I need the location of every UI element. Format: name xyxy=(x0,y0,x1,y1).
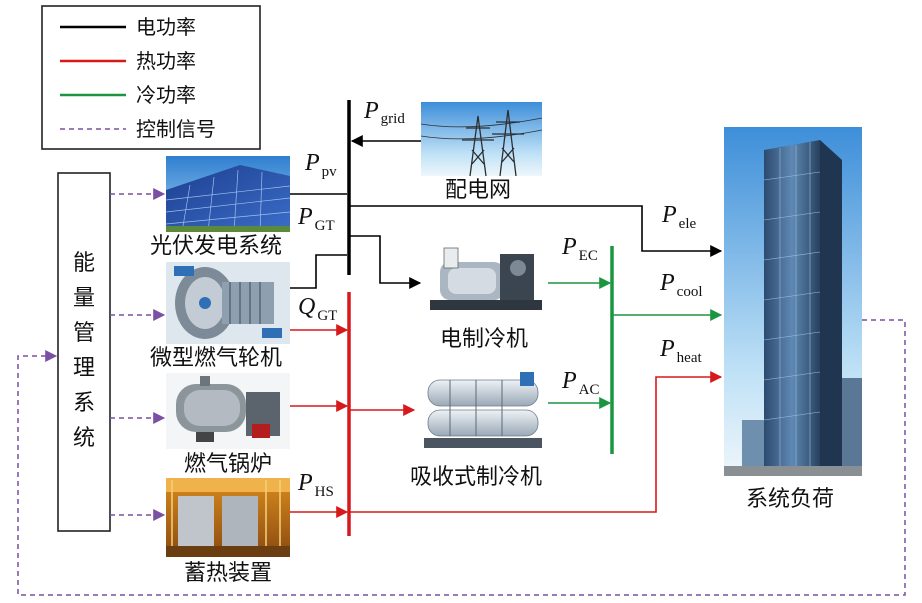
flow-lines xyxy=(290,135,723,518)
legend-box xyxy=(41,5,261,150)
ems-char: 管 xyxy=(73,321,95,346)
electric-chiller-icon xyxy=(422,243,548,320)
flow-ele-to-load xyxy=(349,205,723,257)
heat-storage-icon xyxy=(166,478,290,557)
solar-panel-icon xyxy=(165,156,291,233)
ems-box xyxy=(57,172,111,532)
flow-heat-to-load xyxy=(349,371,723,513)
flow-bus-to-ec xyxy=(349,235,422,289)
ems-char: 理 xyxy=(73,356,95,381)
power-tower-icon xyxy=(420,102,543,177)
control-feedback-loop xyxy=(17,319,906,596)
ac-label: 吸收式制冷机 xyxy=(410,465,542,490)
gt-label: 微型燃气轮机 xyxy=(150,346,282,371)
skyscraper-icon xyxy=(724,127,862,476)
gas-boiler-icon xyxy=(166,373,290,449)
load-label: 系统负荷 xyxy=(746,487,834,512)
gas-turbine-icon xyxy=(166,262,290,344)
energy-management-system: 能 量 管 理 系 统 xyxy=(57,172,111,532)
legend-label-heat: 热功率 xyxy=(136,49,196,73)
ems-char: 系 xyxy=(73,391,95,416)
legend: 电功率 热功率 冷功率 控制信号 xyxy=(41,5,261,150)
absorption-chiller-icon xyxy=(416,368,548,454)
ec-label: 电制冷机 xyxy=(440,327,528,352)
storage-label: 蓄热装置 xyxy=(184,561,272,586)
legend-label-electric: 电功率 xyxy=(136,15,196,39)
ems-char: 量 xyxy=(73,286,95,311)
legend-label-cool: 冷功率 xyxy=(136,83,196,107)
legend-label-control: 控制信号 xyxy=(136,117,216,141)
ems-char: 统 xyxy=(73,426,95,451)
control-signals xyxy=(17,188,906,596)
boiler-label: 燃气锅炉 xyxy=(184,452,272,477)
ems-char: 能 xyxy=(73,251,95,276)
pv-label: 光伏发电系统 xyxy=(150,234,282,259)
grid-label: 配电网 xyxy=(445,178,511,203)
flow-gt-to-bus xyxy=(290,254,347,289)
